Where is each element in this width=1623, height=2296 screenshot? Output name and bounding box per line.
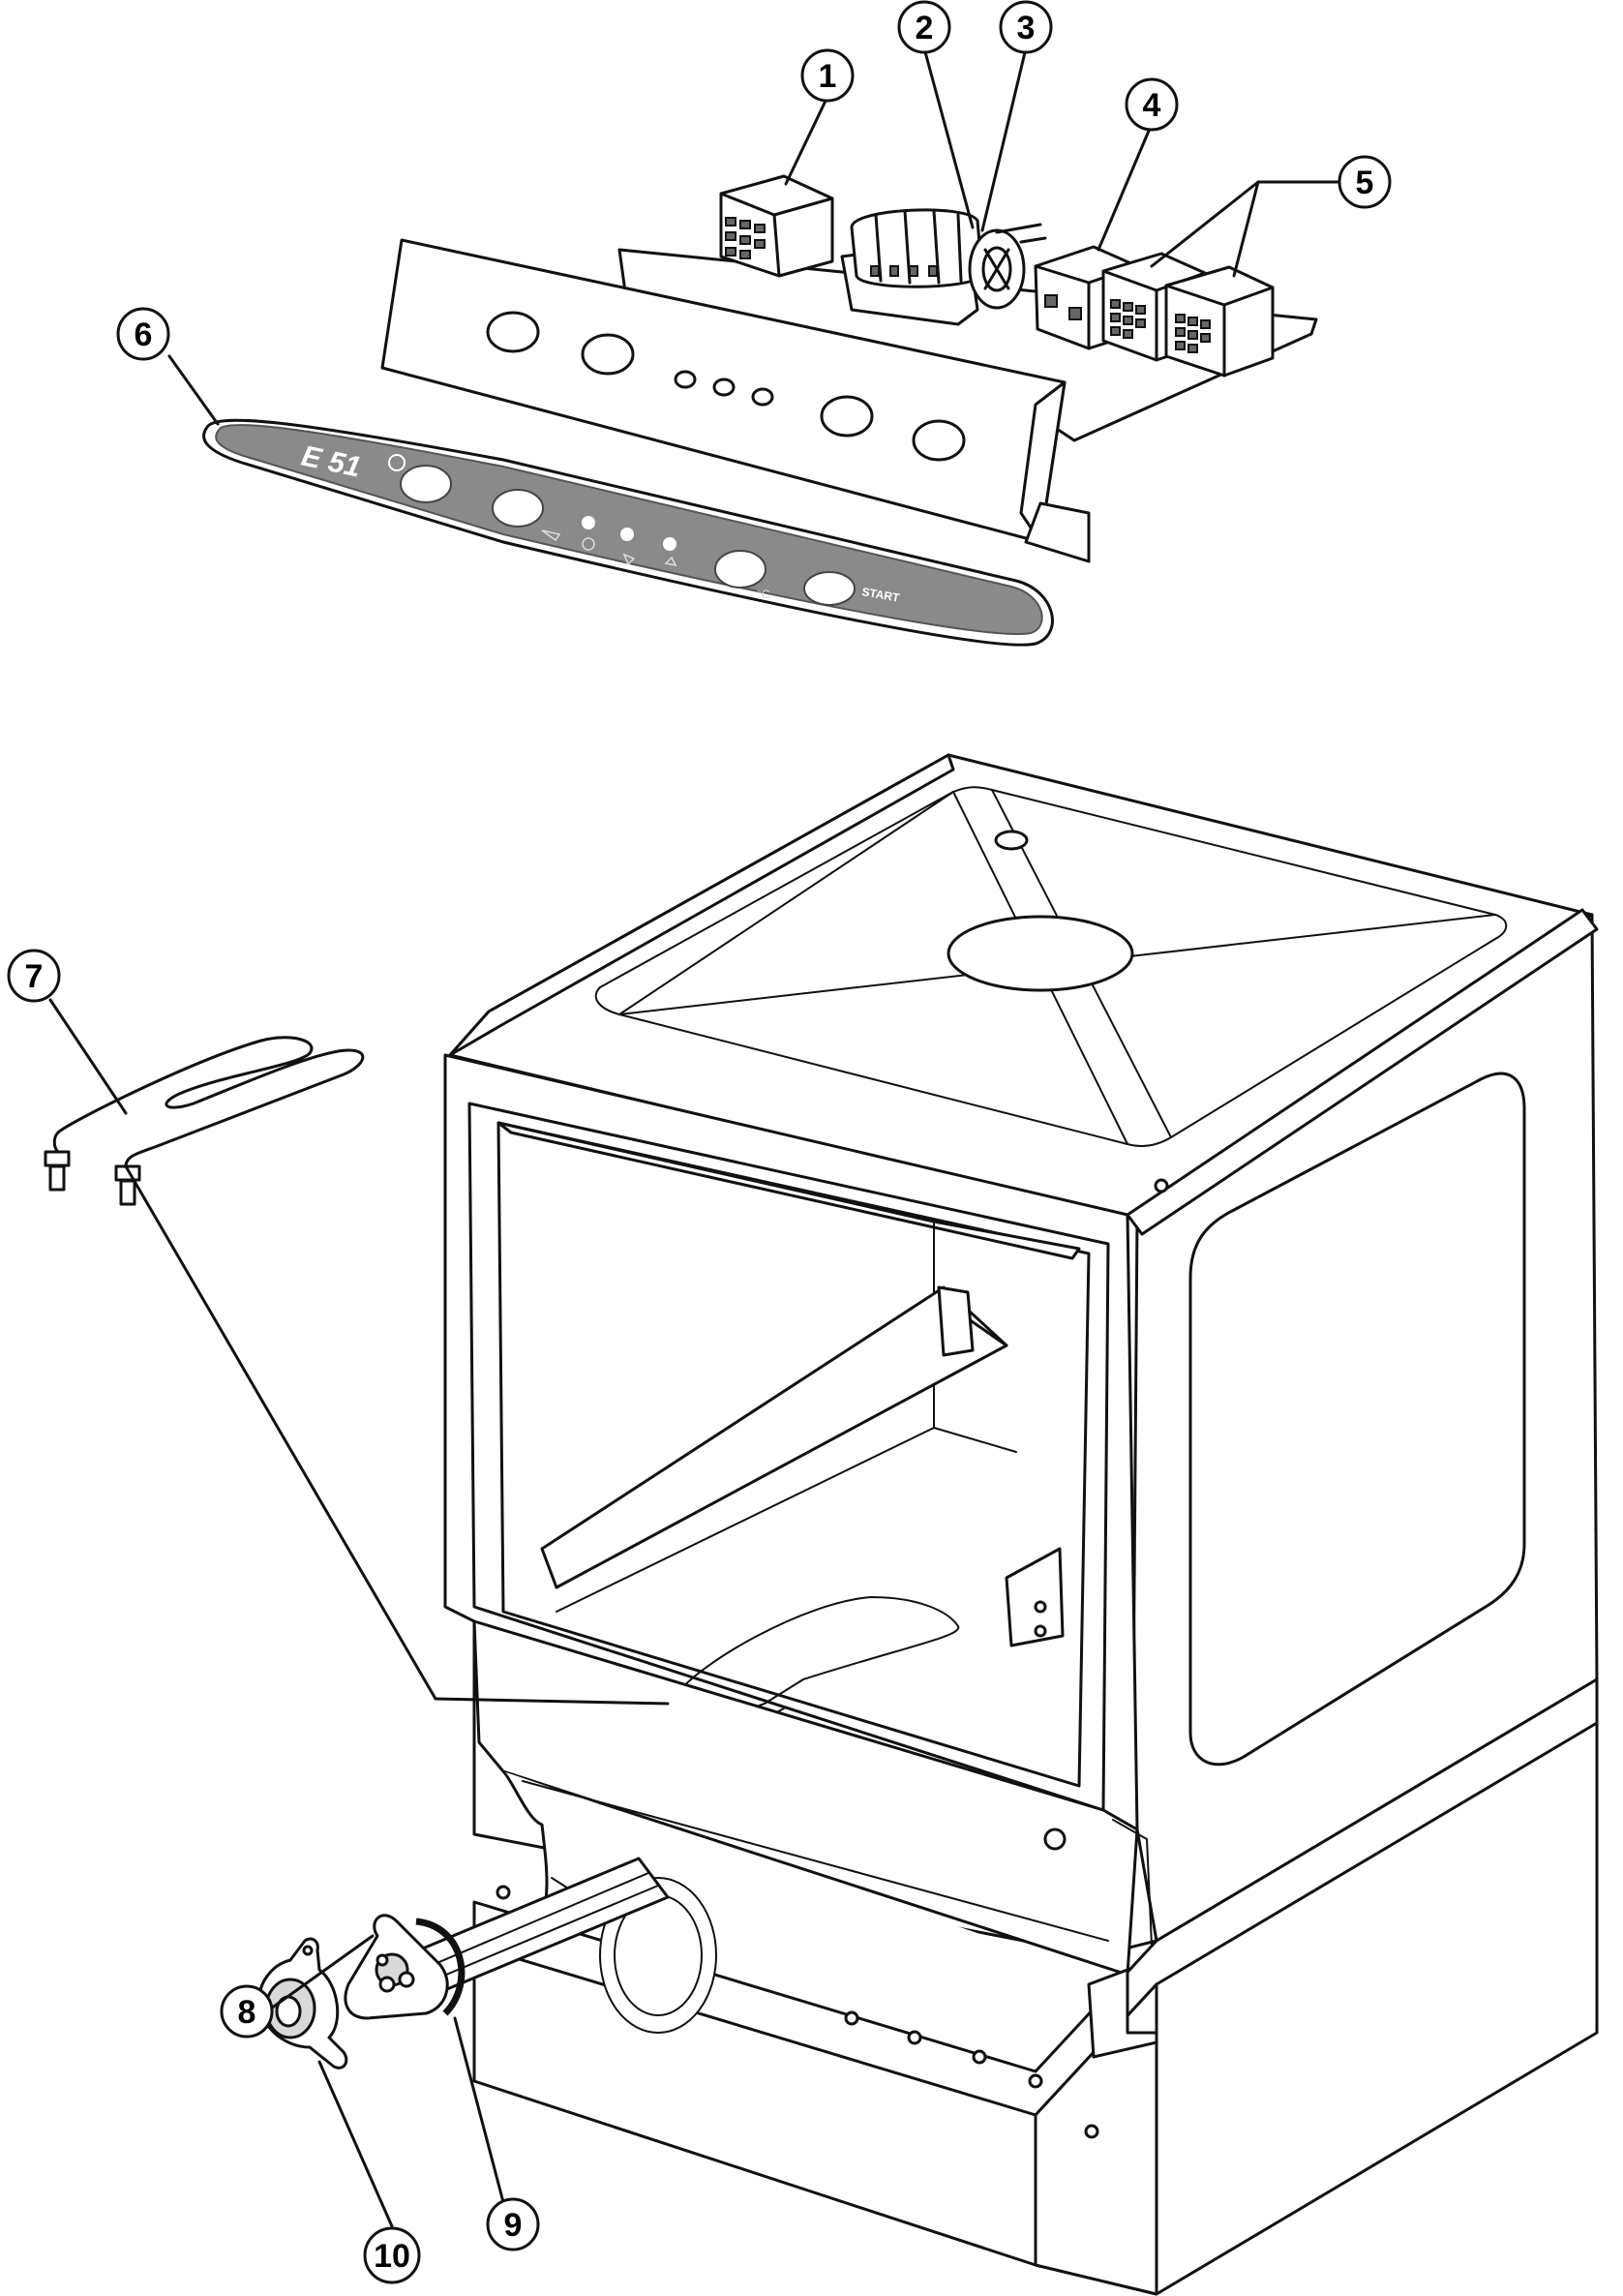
heater-mount-opening — [599, 1877, 717, 2034]
leader-lines — [48, 46, 1342, 2228]
callout-label: 8 — [238, 1994, 256, 2031]
gasket-ring-9 — [415, 1918, 466, 2016]
indicator-led-2 — [620, 528, 634, 541]
timer-motor-3 — [968, 223, 1047, 310]
dishwasher-cabinet — [443, 753, 1599, 2296]
power-symbol-icon — [388, 454, 406, 471]
start-label: START — [860, 585, 901, 605]
callout-1: 1 — [800, 48, 855, 103]
relay-1 — [719, 174, 834, 278]
salt-indicator-icon — [664, 556, 677, 567]
callout-4: 4 — [1125, 77, 1179, 132]
callout-7: 7 — [7, 949, 61, 1003]
callout-5: 5 — [1337, 155, 1392, 209]
power-button[interactable] — [400, 465, 452, 503]
cabinet-base — [472, 1677, 1599, 2296]
callout-label: 7 — [25, 958, 44, 995]
side-window — [1188, 1072, 1526, 1767]
callout-label: 5 — [1356, 165, 1374, 201]
callout-label: 3 — [1017, 10, 1036, 46]
callout-label: 4 — [1143, 87, 1161, 124]
start-button[interactable] — [803, 571, 856, 606]
temperature-button[interactable] — [714, 550, 766, 589]
callouts: 1 2 3 4 5 6 7 8 — [7, 0, 1392, 2284]
callout-2: 2 — [897, 0, 951, 54]
base-holes — [844, 2010, 1043, 2089]
callout-3: 3 — [999, 0, 1053, 54]
top-spray-opening — [947, 915, 1134, 992]
immersion-heater-assembly — [257, 1857, 670, 2069]
callout-label: 10 — [374, 2238, 410, 2275]
callout-label: 2 — [916, 10, 934, 46]
control-panel-fascia: E 51 °C START — [202, 418, 1054, 647]
control-board-assembly — [617, 174, 1318, 442]
callout-10: 10 — [363, 2226, 421, 2284]
heating-element-7 — [44, 1036, 365, 1206]
control-bracket — [380, 238, 1091, 563]
callout-9: 9 — [486, 2197, 540, 2251]
wash-symbol-icon — [541, 529, 561, 542]
relay-5b — [1164, 265, 1275, 378]
temperature-symbol-icon: °C — [757, 588, 770, 601]
top-small-hole — [994, 830, 1029, 851]
callout-label: 9 — [504, 2207, 523, 2244]
indicator-led-1 — [582, 516, 595, 529]
programmer-timer-2 — [840, 208, 984, 326]
power-indicator-icon — [582, 537, 595, 551]
thermostat-cap-10 — [257, 1937, 348, 2069]
callout-label: 6 — [135, 317, 153, 353]
indicator-led-3 — [663, 537, 676, 551]
rail-bracket — [1005, 1547, 1065, 1647]
callout-label: 1 — [819, 58, 837, 95]
rinse-indicator-icon — [622, 553, 636, 566]
program-button[interactable] — [492, 489, 544, 528]
callout-8: 8 — [220, 1984, 274, 2039]
callout-6: 6 — [116, 307, 170, 361]
